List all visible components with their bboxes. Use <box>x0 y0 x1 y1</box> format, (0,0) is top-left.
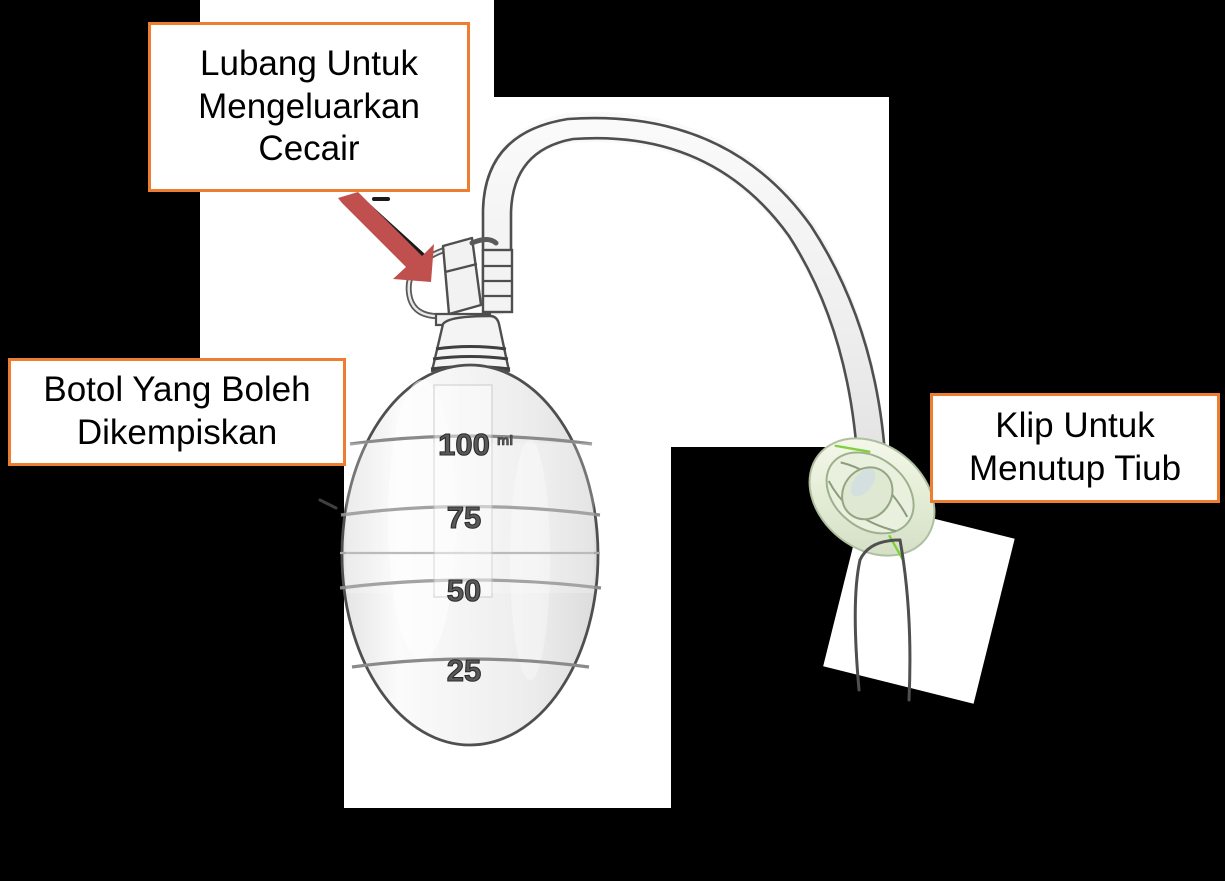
graduation-100-unit: ml <box>497 432 513 448</box>
annotation-arrow-group <box>330 190 470 290</box>
graduation-100: 100 <box>438 427 490 462</box>
tube-clamp-callout[interactable]: Klip Untuk Menutup Tiub <box>930 393 1220 503</box>
graduation-25: 25 <box>447 653 481 688</box>
tube-clamp <box>808 437 936 561</box>
graduation-50: 50 <box>447 573 481 608</box>
callout-clip-line-1: Klip Untuk <box>995 406 1155 446</box>
callout-clip-line-2: Menutup Tiub <box>968 449 1182 488</box>
graduation-rings <box>339 434 602 669</box>
tube-connector <box>481 248 514 314</box>
drainage-tube <box>481 112 888 485</box>
callout-port-line-2: Mengeluarkan <box>198 86 420 126</box>
callout-port-line-1: Lubang Untuk <box>200 43 418 83</box>
compressible-bottle-callout[interactable]: Botol Yang Boleh Dikempiskan <box>8 358 346 466</box>
drain-device-illustration: 100 ml 75 50 25 <box>318 112 936 747</box>
bulb-neck <box>430 314 511 373</box>
graduation-75: 75 <box>447 500 481 535</box>
callout-bulb-line-2: Dikempiskan <box>76 413 278 452</box>
graduation-labels: 100 ml 75 50 25 <box>438 426 514 688</box>
distal-tube <box>853 538 912 702</box>
collection-bulb <box>318 363 602 747</box>
red-arrow-icon <box>338 192 434 282</box>
callout-port-line-3: Cecair <box>258 129 360 169</box>
callout-bulb-line-1: Botol Yang Boleh <box>43 370 311 410</box>
arrow-and-pointer <box>338 192 434 282</box>
drainage-port-callout[interactable]: Lubang Untuk Mengeluarkan Cecair <box>148 22 470 192</box>
